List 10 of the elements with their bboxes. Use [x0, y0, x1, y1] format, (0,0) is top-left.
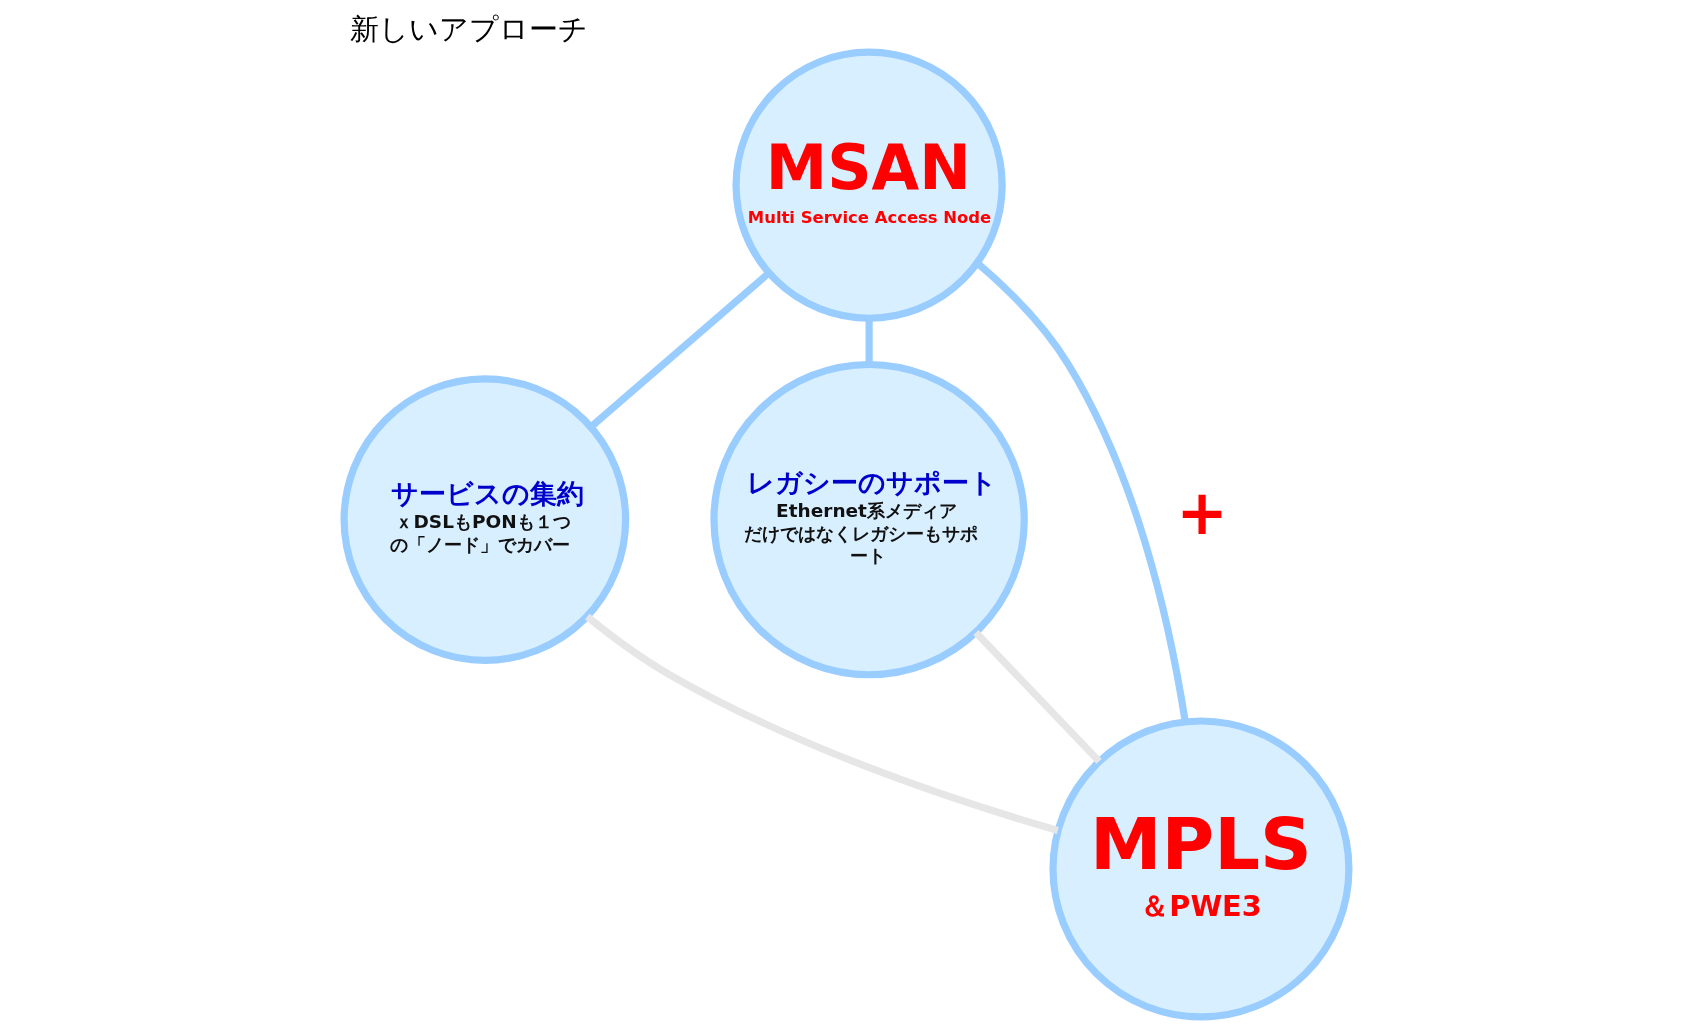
node-circle: サービスの集約 ｘDSLもPONも１つの「ノード」でカバー [340, 375, 630, 664]
diagram-title: 新しいアプローチ [349, 12, 588, 47]
connector [588, 270, 771, 430]
connector [973, 629, 1102, 764]
connector [865, 318, 873, 365]
edge-label: + [1176, 477, 1228, 550]
node-circle: MSAN Multi Service Access Node [732, 48, 1006, 322]
node-circle: レガシーのサポート Ethernet系メディアだけではなくレガシーもサポート [710, 360, 1028, 679]
connector [585, 613, 1059, 834]
node-circle: MPLS ＆PWE3 [1049, 717, 1353, 1021]
